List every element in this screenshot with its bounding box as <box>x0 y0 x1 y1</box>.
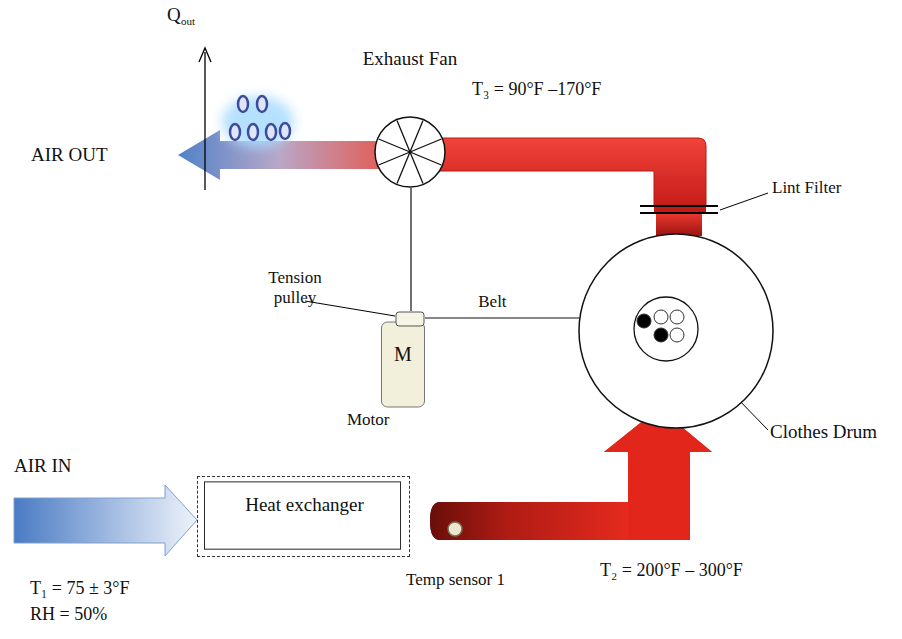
exhaust-fan: Exhaust Fan <box>374 116 446 188</box>
node-label: M <box>381 343 425 366</box>
part-label: Tension pulley <box>250 268 340 307</box>
heat-exchanger-box: Heat exchanger <box>197 476 410 557</box>
motor-box: M <box>381 309 425 408</box>
node-label: Clothes Drum <box>770 421 900 443</box>
hx-outline <box>198 477 409 556</box>
edge-label: Belt <box>478 292 506 312</box>
connector-line <box>425 317 580 318</box>
clothes-drum: Clothes Drum <box>578 233 774 429</box>
part-label: Temp sensor 1 <box>406 570 505 590</box>
node-label: Exhaust Fan <box>340 48 480 70</box>
node-label: Heat exchanger <box>198 494 411 516</box>
connector-line <box>410 188 411 311</box>
drum-outline <box>578 233 774 429</box>
flow-symbol: Q <box>167 4 181 26</box>
air-out-label: AIR OUT <box>31 144 108 166</box>
part-label: Lint Filter <box>772 178 841 198</box>
flow-subscript: out <box>181 15 195 28</box>
air-in-label: AIR IN <box>14 455 72 477</box>
temperature-label: T₂ = 200°F – 300°F <box>600 560 743 581</box>
humidity-label: RH = 50% <box>30 604 107 625</box>
part-label: Motor <box>347 410 390 430</box>
temperature-label: T₃ = 90°F –170°F <box>472 79 601 100</box>
fan-outline <box>374 116 446 188</box>
temperature-label: T₁ = 75 ± 3°F <box>30 578 130 599</box>
